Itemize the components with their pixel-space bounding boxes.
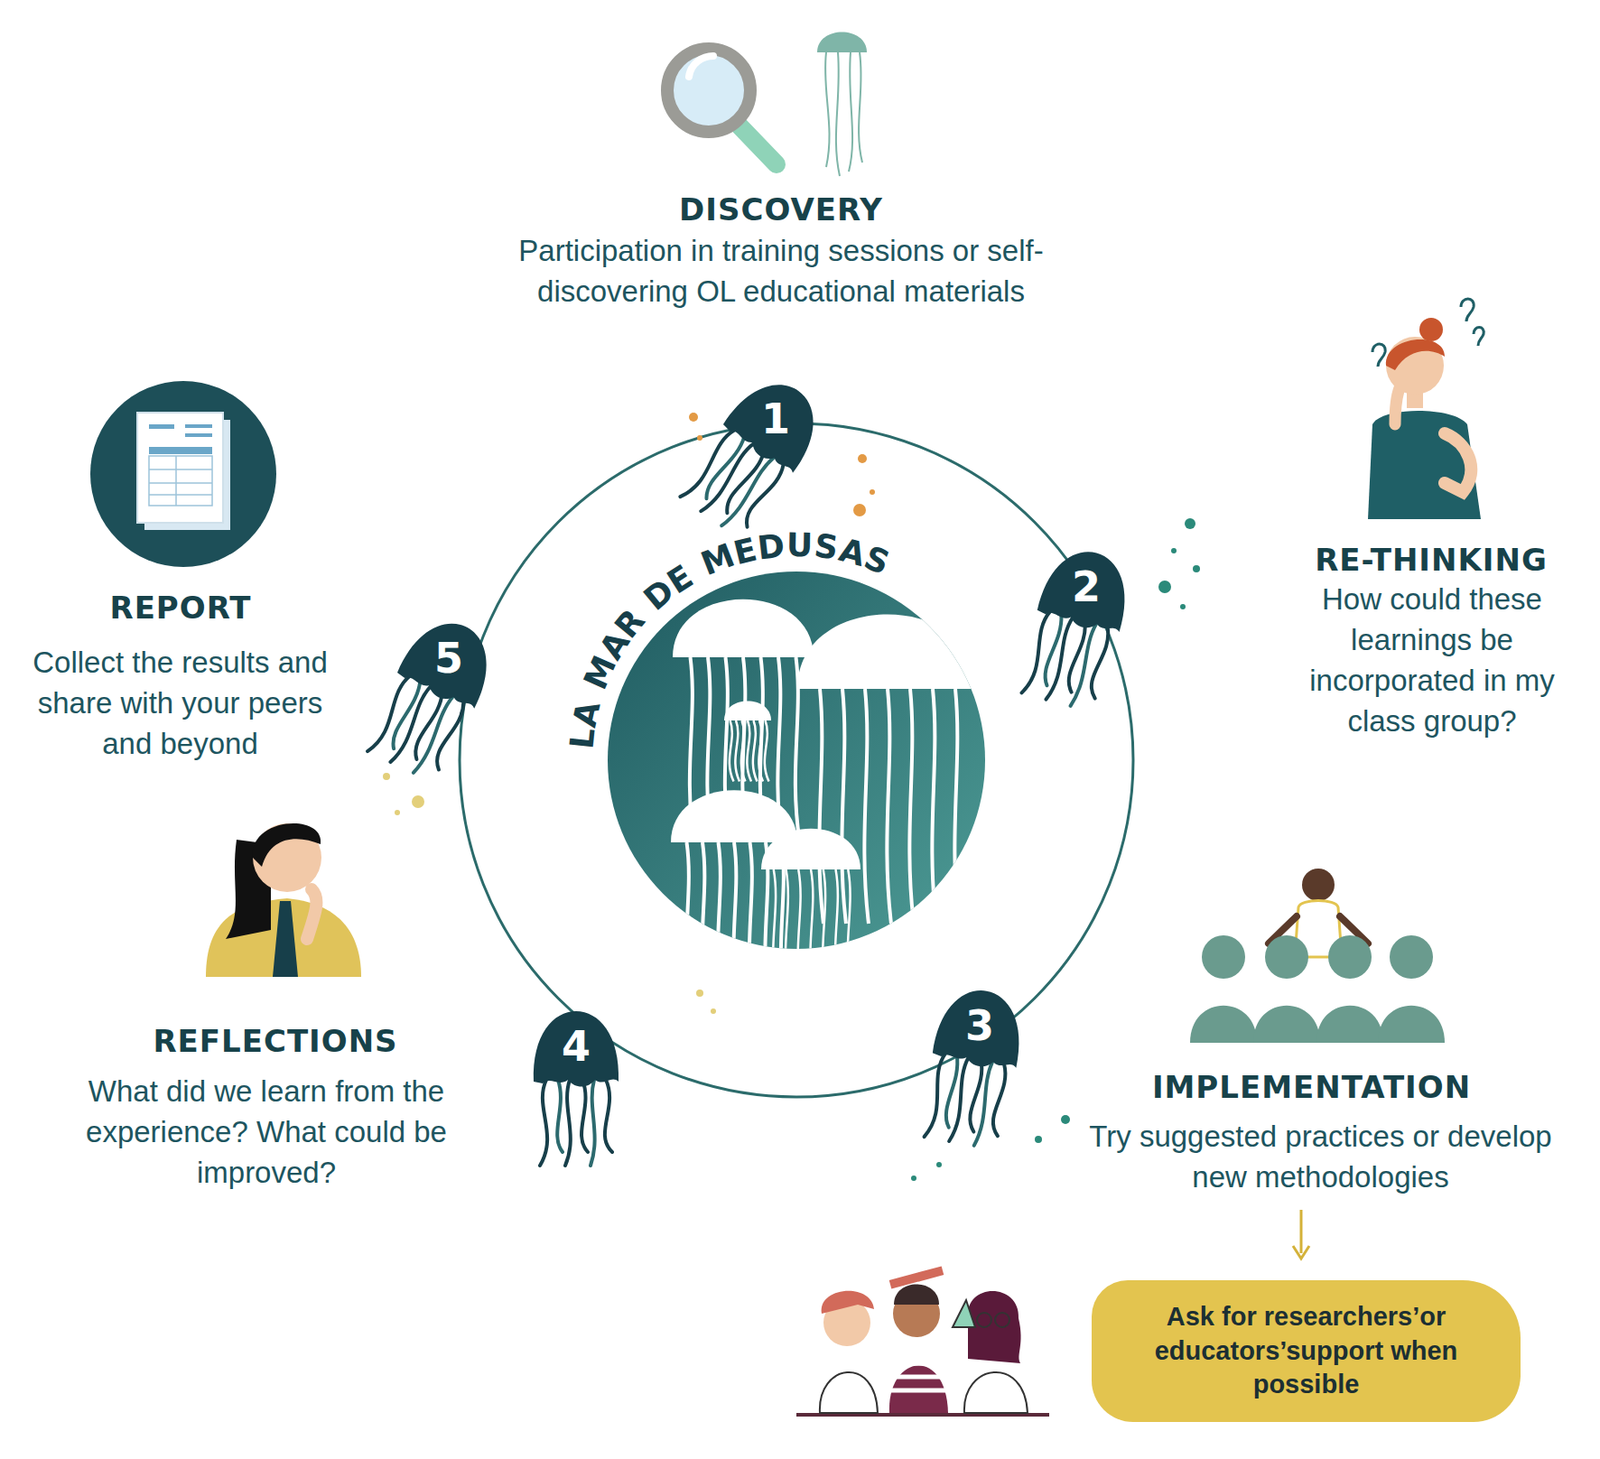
stage-number: 4 [526,1025,626,1068]
title-letter: U [786,529,814,562]
stage-description: What did we learn from the experience? W… [76,1071,456,1194]
stage-number: 5 [399,637,499,680]
project-globe: LA MAR DE MEDUSAS [607,571,986,949]
stage-description: Try suggested practices or develop new m… [1079,1116,1563,1199]
report-icon [90,381,277,568]
note-text: Ask for researchers’or educators’support… [1118,1300,1494,1403]
title-letter: L [565,726,600,751]
presenter-audience [1190,868,1445,1043]
stage-heading: REPORT [36,589,326,627]
stage-number: 1 [725,398,826,440]
cycle-ring [459,423,1134,1098]
stage-marker: 4 [526,1007,626,1095]
support-note: Ask for researchers’or educators’support… [1091,1280,1521,1423]
support-arrow [1293,1209,1310,1259]
stage-number: 3 [930,1004,1030,1047]
stage-heading: RE-THINKING [1273,541,1590,579]
stage-marker: 1 [725,380,826,467]
project-title: LA MAR DE MEDUSAS [607,571,986,949]
stage-marker: 2 [1036,548,1136,635]
stage-description: How could these learnings be incorporate… [1273,579,1591,743]
magnifier-icon [667,48,777,165]
stage-marker: 5 [399,619,499,707]
stage-heading: REFLECTIONS [99,1023,452,1061]
stage-description: Collect the results and share with your … [10,642,350,765]
stage-description: Participation in training sessions or se… [483,231,1080,313]
stage-number: 2 [1036,566,1136,608]
title-letter: A [567,698,605,731]
stage-heading: IMPLEMENTATION [1083,1069,1540,1107]
jellyfish-icon [817,32,867,177]
stage-heading: DISCOVERY [510,191,1052,229]
thinking-woman [1367,298,1484,520]
globe-art [607,571,986,949]
decor-dots [382,412,1200,1182]
title-letter: D [756,529,788,565]
reflecting-woman [205,823,362,977]
stage-marker: 3 [930,986,1030,1074]
scientists-illustration [796,1265,1050,1417]
